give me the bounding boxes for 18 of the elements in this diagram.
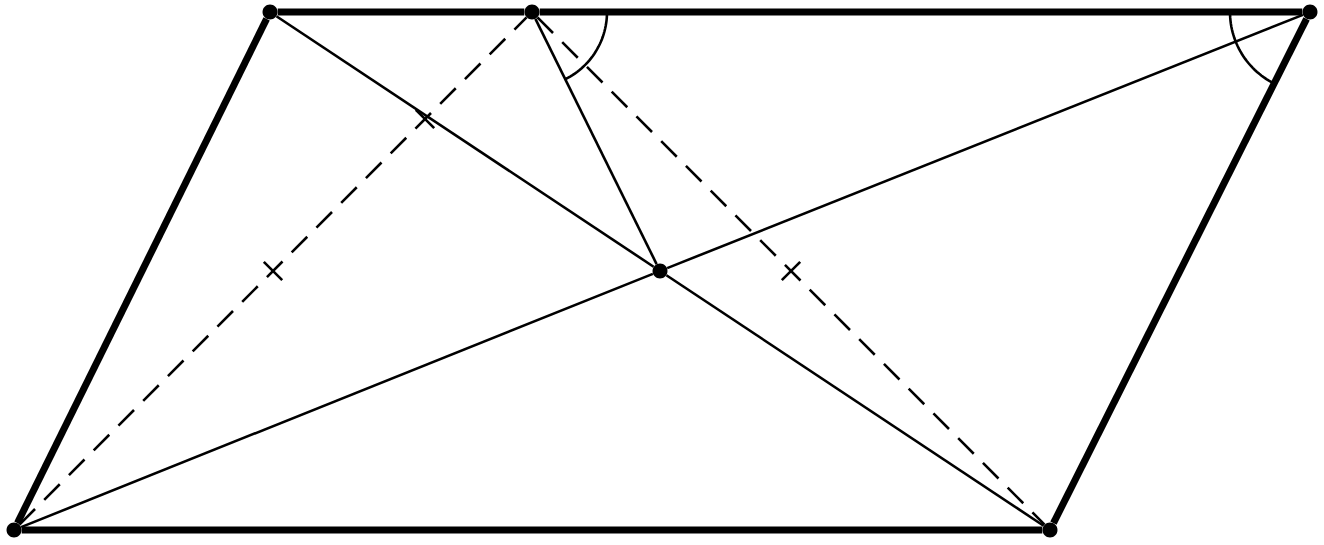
point	[1302, 4, 1318, 20]
point	[652, 263, 668, 279]
line-segment	[14, 17, 270, 525]
line-segment	[666, 13, 1304, 270]
line-segment	[275, 15, 655, 268]
point	[1042, 522, 1058, 538]
line-segment	[1050, 17, 1310, 525]
line-segment	[20, 272, 654, 529]
line-segment	[536, 16, 1046, 526]
line-segment	[18, 16, 528, 526]
line-segment	[665, 274, 1045, 527]
line-segment	[21, 526, 1043, 534]
line-segment	[534, 18, 658, 265]
point	[262, 4, 278, 20]
line-segment	[539, 8, 1303, 16]
point	[6, 522, 22, 538]
line-segment	[277, 8, 525, 16]
point	[524, 4, 540, 20]
